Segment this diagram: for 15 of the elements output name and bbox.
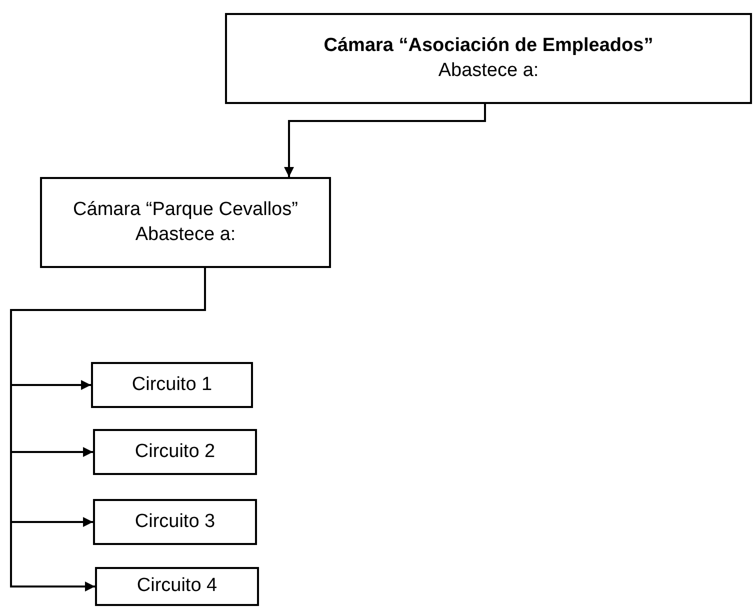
process-box (93, 499, 257, 545)
box-text: Abastece a: (438, 58, 539, 82)
process-box (225, 13, 752, 104)
box-title: Cámara “Parque Cevallos” (73, 198, 298, 222)
box-title: Circuito 2 (134, 440, 216, 464)
box-title: Cámara “Asociación de Empleados” (324, 34, 654, 58)
process-box (95, 567, 259, 606)
connector-arrow (284, 104, 486, 177)
box-title: Circuito 3 (134, 510, 216, 534)
box-title: Circuito 1 (132, 372, 212, 397)
box-title: Circuito 4 (136, 574, 218, 598)
process-box (40, 177, 331, 268)
box-text: Abastece a: (135, 222, 236, 246)
process-box (91, 362, 253, 408)
process-box (93, 429, 257, 475)
